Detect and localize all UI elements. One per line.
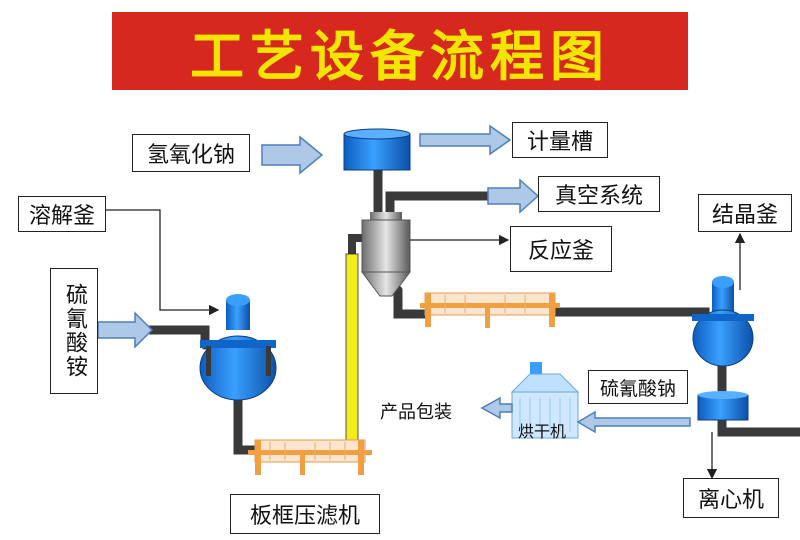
pipe-feed-dissolving — [145, 325, 210, 350]
label-ammonium-thiocyanate: 硫氰酸铵 — [50, 268, 98, 394]
centrifuge-vessel — [697, 391, 749, 421]
label-centrifuge: 离心机 — [683, 478, 779, 518]
label-reactor: 反应釜 — [510, 226, 612, 272]
crystallizer-vessel — [692, 276, 754, 367]
page-title: 工艺设备流程图 — [190, 23, 610, 88]
label-sodium-hydroxide: 氢氧化钠 — [132, 134, 250, 172]
arrow-to-dryer — [576, 410, 691, 434]
label-dissolving-kettle: 溶解釜 — [18, 196, 106, 232]
label-metering-tank: 计量槽 — [512, 122, 608, 158]
label-packaging: 产品包装 — [380, 402, 452, 423]
label-dryer: 烘干机 — [518, 422, 567, 441]
label-crystallizer: 结晶釜 — [698, 194, 792, 232]
dissolving-kettle-vessel — [199, 294, 277, 401]
arrow-to-packaging — [480, 396, 513, 420]
title-banner: 工艺设备流程图 — [112, 12, 688, 90]
label-sodium-thiocyanate: 硫氰酸钠 — [588, 370, 688, 404]
pipe-dissolving-filter — [233, 390, 260, 455]
filter-press-1 — [248, 439, 372, 475]
block-arrows — [97, 124, 691, 434]
yellow-transfer-pipe — [345, 253, 359, 445]
pipe-to-crystallizer — [550, 307, 710, 323]
filter-press-2 — [420, 292, 560, 328]
arrow-vacuum — [487, 178, 540, 214]
arrow-to-meter-label — [419, 124, 512, 156]
arrow-naoh-in — [261, 135, 324, 175]
pipe-out — [717, 415, 800, 437]
dryer-vessel — [510, 362, 580, 439]
pipe-yellow-top — [348, 234, 364, 254]
label-vacuum-system: 真空系统 — [538, 176, 660, 212]
pipe-vacuum — [385, 191, 493, 217]
leader-lines — [106, 209, 746, 480]
reactor-vessel — [361, 212, 411, 297]
arrow-feed — [97, 311, 154, 349]
metering-tank-vessel — [343, 128, 411, 171]
pipe-reactor-filter2 — [393, 285, 430, 319]
label-filter-press: 板框压滤机 — [230, 494, 380, 534]
